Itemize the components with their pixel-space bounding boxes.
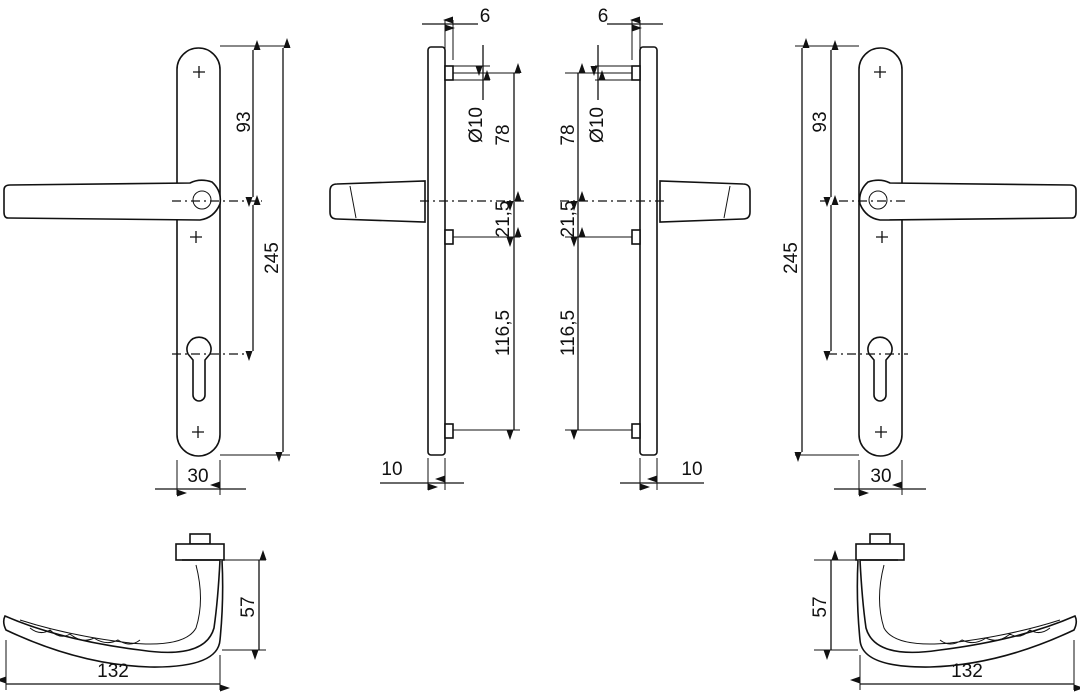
fixing-stud-bottom xyxy=(631,423,641,439)
dim-30: 30 xyxy=(187,466,208,487)
plate-side xyxy=(639,46,658,456)
dim-93: 93 xyxy=(234,111,255,132)
lever-handle xyxy=(858,179,1077,221)
screw-marks xyxy=(874,66,888,438)
front-view-right: 93 245 30 xyxy=(781,38,1077,497)
lever-top xyxy=(856,559,1078,668)
rose xyxy=(855,543,905,561)
dim-6: 6 xyxy=(480,6,491,27)
dim-57: 57 xyxy=(810,596,831,617)
spindle-cap xyxy=(869,533,891,545)
fixing-stud-mid xyxy=(631,229,641,245)
fixing-stud-bottom xyxy=(444,423,454,439)
dim-93: 93 xyxy=(810,111,831,132)
dim-bore: Ø10 xyxy=(587,107,608,143)
spindle-rose xyxy=(192,190,212,210)
dim-116-5: 116,5 xyxy=(558,310,579,356)
dim-132: 132 xyxy=(97,661,129,682)
lever-top xyxy=(2,559,224,668)
rose xyxy=(175,543,225,561)
top-view-left: 57 132 xyxy=(0,533,267,692)
dim-bore: Ø10 xyxy=(466,107,487,143)
screw-marks xyxy=(190,66,205,438)
lever-handle xyxy=(3,179,222,221)
dim-245: 245 xyxy=(262,242,283,274)
dim-21-5: 21,5 xyxy=(493,201,514,238)
plate-side xyxy=(427,46,446,456)
dim-78: 78 xyxy=(558,124,579,145)
top-view-right: 57 132 xyxy=(810,533,1080,692)
fixing-stud-top xyxy=(444,65,454,81)
fixing-stud-top xyxy=(631,65,641,81)
spindle-cap xyxy=(189,533,211,545)
dim-21-5: 21,5 xyxy=(558,201,579,238)
dim-116-5: 116,5 xyxy=(493,310,514,356)
spindle-rose xyxy=(868,190,888,210)
dim-10: 10 xyxy=(381,459,402,480)
lever-side xyxy=(659,180,751,223)
fixing-stud-mid xyxy=(444,229,454,245)
front-view-left: 93 245 30 xyxy=(3,38,291,497)
dim-10: 10 xyxy=(681,459,702,480)
dim-78: 78 xyxy=(493,124,514,145)
lever-side xyxy=(329,180,426,223)
dim-245: 245 xyxy=(781,242,802,274)
dim-30: 30 xyxy=(870,466,891,487)
dim-57: 57 xyxy=(238,596,259,617)
side-view-right: 6 Ø10 78 21,5 116,5 10 xyxy=(558,6,751,491)
cylinder-keyhole xyxy=(867,336,893,402)
dim-6: 6 xyxy=(598,6,609,27)
cylinder-keyhole xyxy=(186,336,212,402)
dim-132: 132 xyxy=(951,661,983,682)
side-view-left: 6 Ø10 78 21,5 116,5 10 xyxy=(329,6,525,491)
